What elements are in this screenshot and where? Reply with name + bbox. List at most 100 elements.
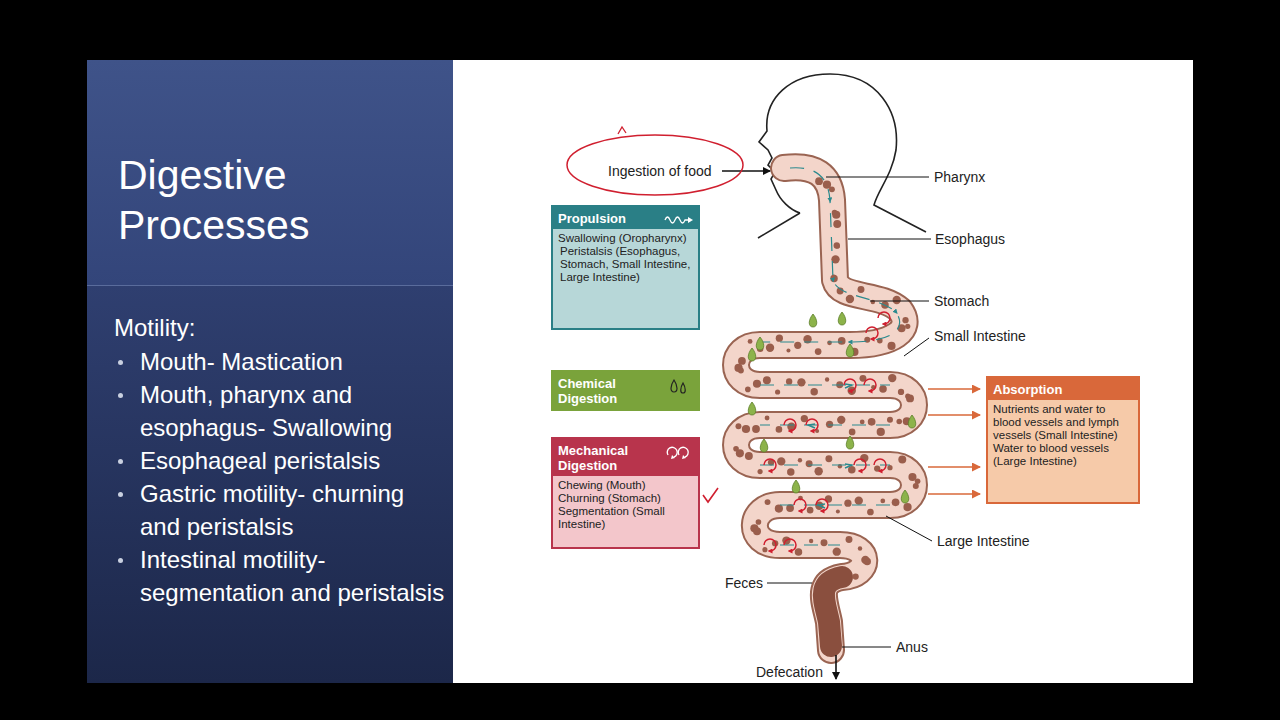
food-particle	[775, 389, 780, 394]
food-particle	[825, 455, 832, 462]
food-particle	[735, 423, 741, 429]
churning-arrow	[878, 312, 890, 324]
food-particle	[893, 296, 901, 304]
food-particle	[825, 377, 829, 381]
food-particle	[831, 275, 835, 279]
food-particle	[905, 324, 910, 329]
leader-line	[842, 647, 891, 648]
box-heading: Mechanical Digestion	[553, 439, 698, 476]
chemical-digestion-box: Chemical Digestion	[551, 370, 700, 411]
food-particle	[763, 376, 771, 384]
box-body-text: Nutrients and water to blood vessels and…	[988, 400, 1138, 442]
food-particle	[832, 211, 840, 219]
list-item: Mouth- Mastication	[114, 345, 450, 378]
mechanical-digestion-box: Mechanical DigestionChewing (Mouth)Churn…	[551, 437, 700, 549]
annotation-mark	[618, 127, 626, 134]
food-particle	[807, 507, 814, 514]
food-particle	[753, 527, 761, 535]
enzyme-drop	[748, 402, 756, 415]
food-particle	[806, 460, 813, 467]
food-particle	[888, 374, 896, 382]
food-particle	[855, 496, 863, 504]
part-label: Feces	[725, 575, 763, 591]
box-body-text: Peristalsis (Esophagus, Stomach, Small I…	[553, 245, 698, 284]
food-particle	[860, 419, 865, 424]
wave-icon	[664, 211, 694, 229]
food-particle	[887, 465, 892, 470]
food-particle	[827, 340, 832, 345]
food-particle	[887, 342, 895, 350]
list-item: Intestinal motility- segmentation and pe…	[114, 543, 450, 609]
leader-line	[904, 338, 929, 356]
part-label: Large Intestine	[937, 533, 1030, 549]
food-particle	[844, 500, 851, 507]
food-particle	[846, 295, 854, 303]
food-particle	[849, 429, 856, 436]
food-particle	[896, 419, 902, 425]
enzyme-drop	[838, 312, 846, 325]
food-particle	[756, 519, 762, 525]
enzyme-drop	[760, 439, 768, 452]
food-particle	[833, 220, 841, 228]
food-particle	[815, 348, 822, 355]
food-particle	[898, 455, 906, 463]
list-panel	[87, 285, 453, 683]
part-label: Anus	[896, 639, 928, 655]
enzyme-drop	[809, 314, 817, 327]
churning-arrow	[764, 539, 776, 551]
leader-line	[848, 239, 931, 240]
flow-line	[760, 168, 900, 342]
churning-arrows	[764, 312, 890, 551]
food-particle	[830, 275, 837, 282]
food-particle	[858, 286, 865, 293]
churning-arrow	[816, 499, 828, 511]
churning-arrow	[764, 459, 776, 471]
absorption-box: AbsorptionNutrients and water to blood v…	[986, 376, 1140, 504]
food-particle	[745, 387, 751, 393]
food-particle	[834, 242, 840, 248]
food-particle	[913, 483, 919, 489]
enzyme-drop	[908, 415, 916, 428]
food-particle	[877, 428, 885, 436]
food-particle	[766, 344, 774, 352]
food-particle	[765, 416, 770, 421]
churning-arrow	[784, 419, 796, 431]
food-particle	[871, 300, 875, 304]
food-particle	[753, 380, 761, 388]
food-particle	[825, 495, 832, 502]
neck-outline	[758, 213, 800, 238]
food-particle	[892, 498, 900, 506]
list-item: Esophageal peristalsis	[114, 444, 450, 477]
food-particle	[810, 388, 817, 395]
food-particle	[794, 342, 801, 349]
food-particle	[745, 452, 753, 460]
food-particle	[815, 177, 823, 185]
food-particle	[797, 378, 805, 386]
leader-line	[886, 516, 932, 541]
food-particle	[826, 421, 833, 428]
defecation-arrow	[835, 655, 837, 679]
enzyme-drop	[901, 490, 909, 503]
food-particle	[795, 548, 802, 555]
drops-icon	[664, 376, 694, 398]
food-particle	[887, 417, 893, 423]
food-particle	[836, 509, 840, 513]
panel-separator	[87, 285, 453, 286]
part-label: Defecation	[756, 664, 823, 680]
part-label: Stomach	[934, 293, 989, 309]
food-particle	[874, 465, 880, 471]
churning-arrow	[794, 499, 806, 511]
food-particle	[846, 536, 853, 543]
food-particle	[867, 509, 874, 516]
food-particle	[748, 339, 753, 344]
food-particle	[833, 547, 841, 555]
motility-list: Motility:Mouth- MasticationMouth, pharyn…	[114, 311, 450, 609]
food-particle	[858, 546, 862, 550]
box-body-text: Swallowing (Oropharynx)	[553, 229, 698, 245]
food-particle	[736, 449, 744, 457]
enzyme-drop	[846, 344, 854, 357]
food-particle	[798, 458, 802, 462]
slide-title: Digestive Processes	[118, 150, 418, 250]
food-particle	[879, 385, 887, 393]
